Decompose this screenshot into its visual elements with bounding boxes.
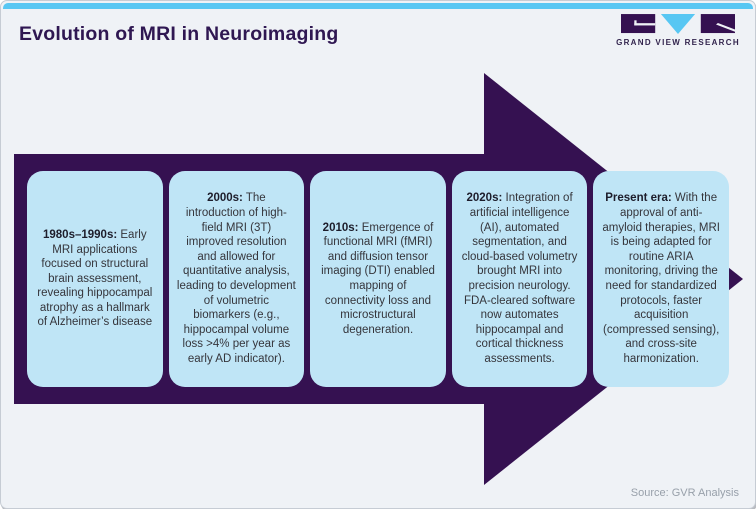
timeline-card-text: Present era: With the approval of anti-a… xyxy=(601,191,721,366)
timeline-card-1980s-1990s: 1980s–1990s: Early MRI applications focu… xyxy=(27,171,163,387)
gvr-logo-wordmark: GRAND VIEW RESEARCH xyxy=(616,38,740,47)
gvr-logo: GRAND VIEW RESEARCH xyxy=(613,14,743,47)
era-description: Early MRI applications focused on struct… xyxy=(37,228,153,329)
timeline-card-2020s: 2020s: Integration of artificial intelli… xyxy=(451,171,588,387)
timeline-card-2000s: 2000s: The introduction of high-field MR… xyxy=(168,171,305,387)
timeline-card-present-era: Present era: With the approval of anti-a… xyxy=(593,171,729,387)
source-note: Source: GVR Analysis xyxy=(630,487,739,499)
timeline-card-text: 1980s–1990s: Early MRI applications focu… xyxy=(35,228,155,330)
timeline-cards: 1980s–1990s: Early MRI applications focu… xyxy=(27,171,729,387)
timeline-card-text: 2020s: Integration of artificial intelli… xyxy=(460,191,580,366)
era-description: The introduction of high-field MRI (3T) … xyxy=(176,192,296,365)
era-description: With the approval of anti-amyloid therap… xyxy=(602,192,720,365)
era-label: 1980s–1990s: xyxy=(43,228,118,241)
era-label: 2020s: xyxy=(466,192,503,205)
era-description: Integration of artificial intelligence (… xyxy=(461,192,578,365)
timeline-card-text: 2010s: Emergence of functional MRI (fMRI… xyxy=(318,221,438,338)
top-accent-bar xyxy=(3,3,753,9)
era-label: 2000s: xyxy=(207,192,243,205)
era-label: 2010s: xyxy=(322,221,359,234)
era-description: Emergence of functional MRI (fMRI) and d… xyxy=(321,221,435,336)
timeline-card-2010s: 2010s: Emergence of functional MRI (fMRI… xyxy=(310,171,446,387)
timeline-card-text: 2000s: The introduction of high-field MR… xyxy=(177,191,297,366)
page-title: Evolution of MRI in Neuroimaging xyxy=(19,23,339,45)
era-label: Present era: xyxy=(605,192,672,205)
gvr-logo-icon xyxy=(621,14,735,35)
